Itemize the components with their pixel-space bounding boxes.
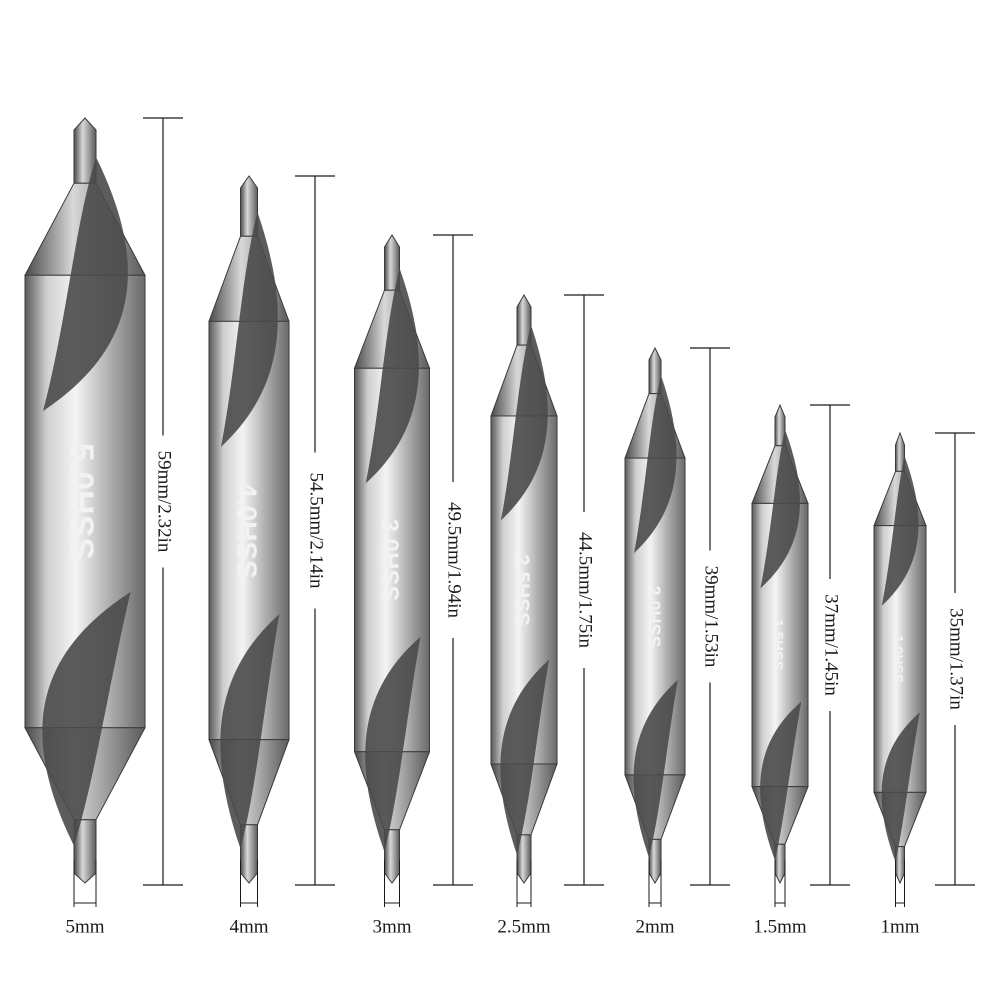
- bottom-flute: [365, 636, 421, 852]
- length-label: 44.5mm/1.75in: [575, 532, 596, 649]
- length-label-bg: [305, 452, 325, 609]
- diameter-label: 4mm: [229, 916, 268, 937]
- length-label: 37mm/1.45in: [821, 594, 842, 696]
- drill-size-etching: 5.0HSS: [62, 443, 100, 560]
- top-flute: [221, 212, 278, 447]
- diameter-label: 1.5mm: [753, 916, 807, 937]
- top-flute: [881, 456, 919, 606]
- length-label: 39mm/1.53in: [701, 566, 722, 668]
- length-label-bg: [945, 593, 965, 725]
- drill-size-etching: 1.5HSS: [769, 619, 786, 671]
- top-flute: [365, 268, 419, 484]
- drill-size-etching: 4.0HSS: [232, 482, 263, 579]
- drill-bit: 5.0HSS 59mm/2.32in 5mm: [24, 117, 183, 937]
- drill-bit: 1.0HSS 35mm/1.37in 1mm: [873, 431, 975, 937]
- length-label: 54.5mm/2.14in: [306, 472, 327, 589]
- bottom-flute: [42, 592, 131, 846]
- length-label: 35mm/1.37in: [946, 608, 967, 710]
- diameter-label: 3mm: [372, 916, 411, 937]
- length-label-bg: [820, 579, 840, 711]
- length-label-bg: [153, 435, 173, 568]
- drill-size-etching: 1.0HSS: [891, 635, 907, 683]
- diameter-label: 2.5mm: [497, 916, 551, 937]
- drill-bit: 4.0HSS 54.5mm/2.14in 4mm: [208, 175, 335, 937]
- diameter-label: 2mm: [635, 916, 674, 937]
- bottom-flute: [500, 659, 550, 855]
- drill-bit: 2.0HSS 39mm/1.53in 2mm: [624, 346, 730, 937]
- length-label-bg: [700, 550, 720, 683]
- length-label: 59mm/2.32in: [154, 451, 175, 553]
- length-label: 49.5mm/1.94in: [444, 502, 465, 619]
- bottom-flute: [881, 712, 920, 862]
- length-label-bg: [443, 482, 463, 638]
- drill-size-etching: 2.0HSS: [643, 585, 663, 647]
- drill-bit: 2.5HSS 44.5mm/1.75in 2.5mm: [490, 294, 604, 937]
- drill-bit: 3.0HSS 49.5mm/1.94in 3mm: [353, 234, 473, 937]
- bottom-flute: [633, 679, 678, 858]
- bottom-flute: [760, 701, 802, 861]
- drill-size-etching: 3.0HSS: [376, 519, 403, 602]
- top-flute: [634, 375, 677, 554]
- length-label-bg: [574, 512, 594, 668]
- diameter-label: 1mm: [880, 916, 919, 937]
- top-flute: [760, 429, 800, 589]
- bottom-flute: [220, 614, 280, 849]
- top-flute: [500, 325, 548, 521]
- drill-bit: 1.5HSS 37mm/1.45in 1.5mm: [751, 403, 850, 937]
- diameter-label: 5mm: [65, 916, 104, 937]
- top-flute: [43, 157, 128, 411]
- drill-size-etching: 2.5HSS: [510, 554, 533, 626]
